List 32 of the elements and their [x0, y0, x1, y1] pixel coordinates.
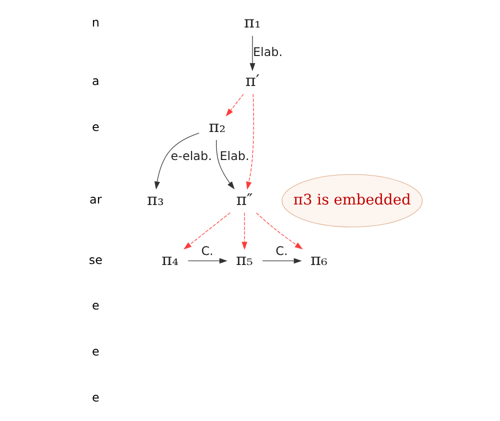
node-text: π₅	[236, 249, 253, 268]
node-text: π₆	[310, 249, 328, 268]
label: a	[92, 74, 100, 88]
arrow	[246, 93, 254, 190]
edge-label: C.	[276, 244, 288, 258]
label: n	[92, 15, 100, 30]
node-text: π₂	[208, 116, 226, 136]
arrow	[250, 35, 256, 71]
label: ar	[90, 192, 102, 206]
node-text: π′	[245, 70, 260, 90]
edge-label: C.	[201, 244, 214, 258]
edge-label: e-elab.	[170, 148, 212, 163]
arrow	[184, 212, 230, 249]
node-text: π₁	[244, 12, 261, 32]
arrow	[154, 132, 200, 190]
edge-label: Elab.	[252, 44, 283, 58]
arrow	[256, 212, 303, 249]
label: e	[92, 390, 100, 404]
node-text: π″	[236, 189, 253, 208]
label: e	[92, 298, 100, 312]
node-text: π₄	[162, 249, 179, 268]
arrow	[262, 258, 302, 264]
label: e	[92, 119, 100, 134]
arrow	[242, 212, 248, 250]
node-ellipse: π3 is embedded	[282, 174, 423, 227]
label: e	[92, 344, 100, 358]
arrow	[216, 139, 235, 189]
arrow	[188, 258, 228, 264]
label: se	[88, 252, 102, 266]
edge-label: Elab.	[220, 148, 250, 163]
node-text: π₃	[147, 189, 164, 208]
arrow	[226, 93, 244, 116]
